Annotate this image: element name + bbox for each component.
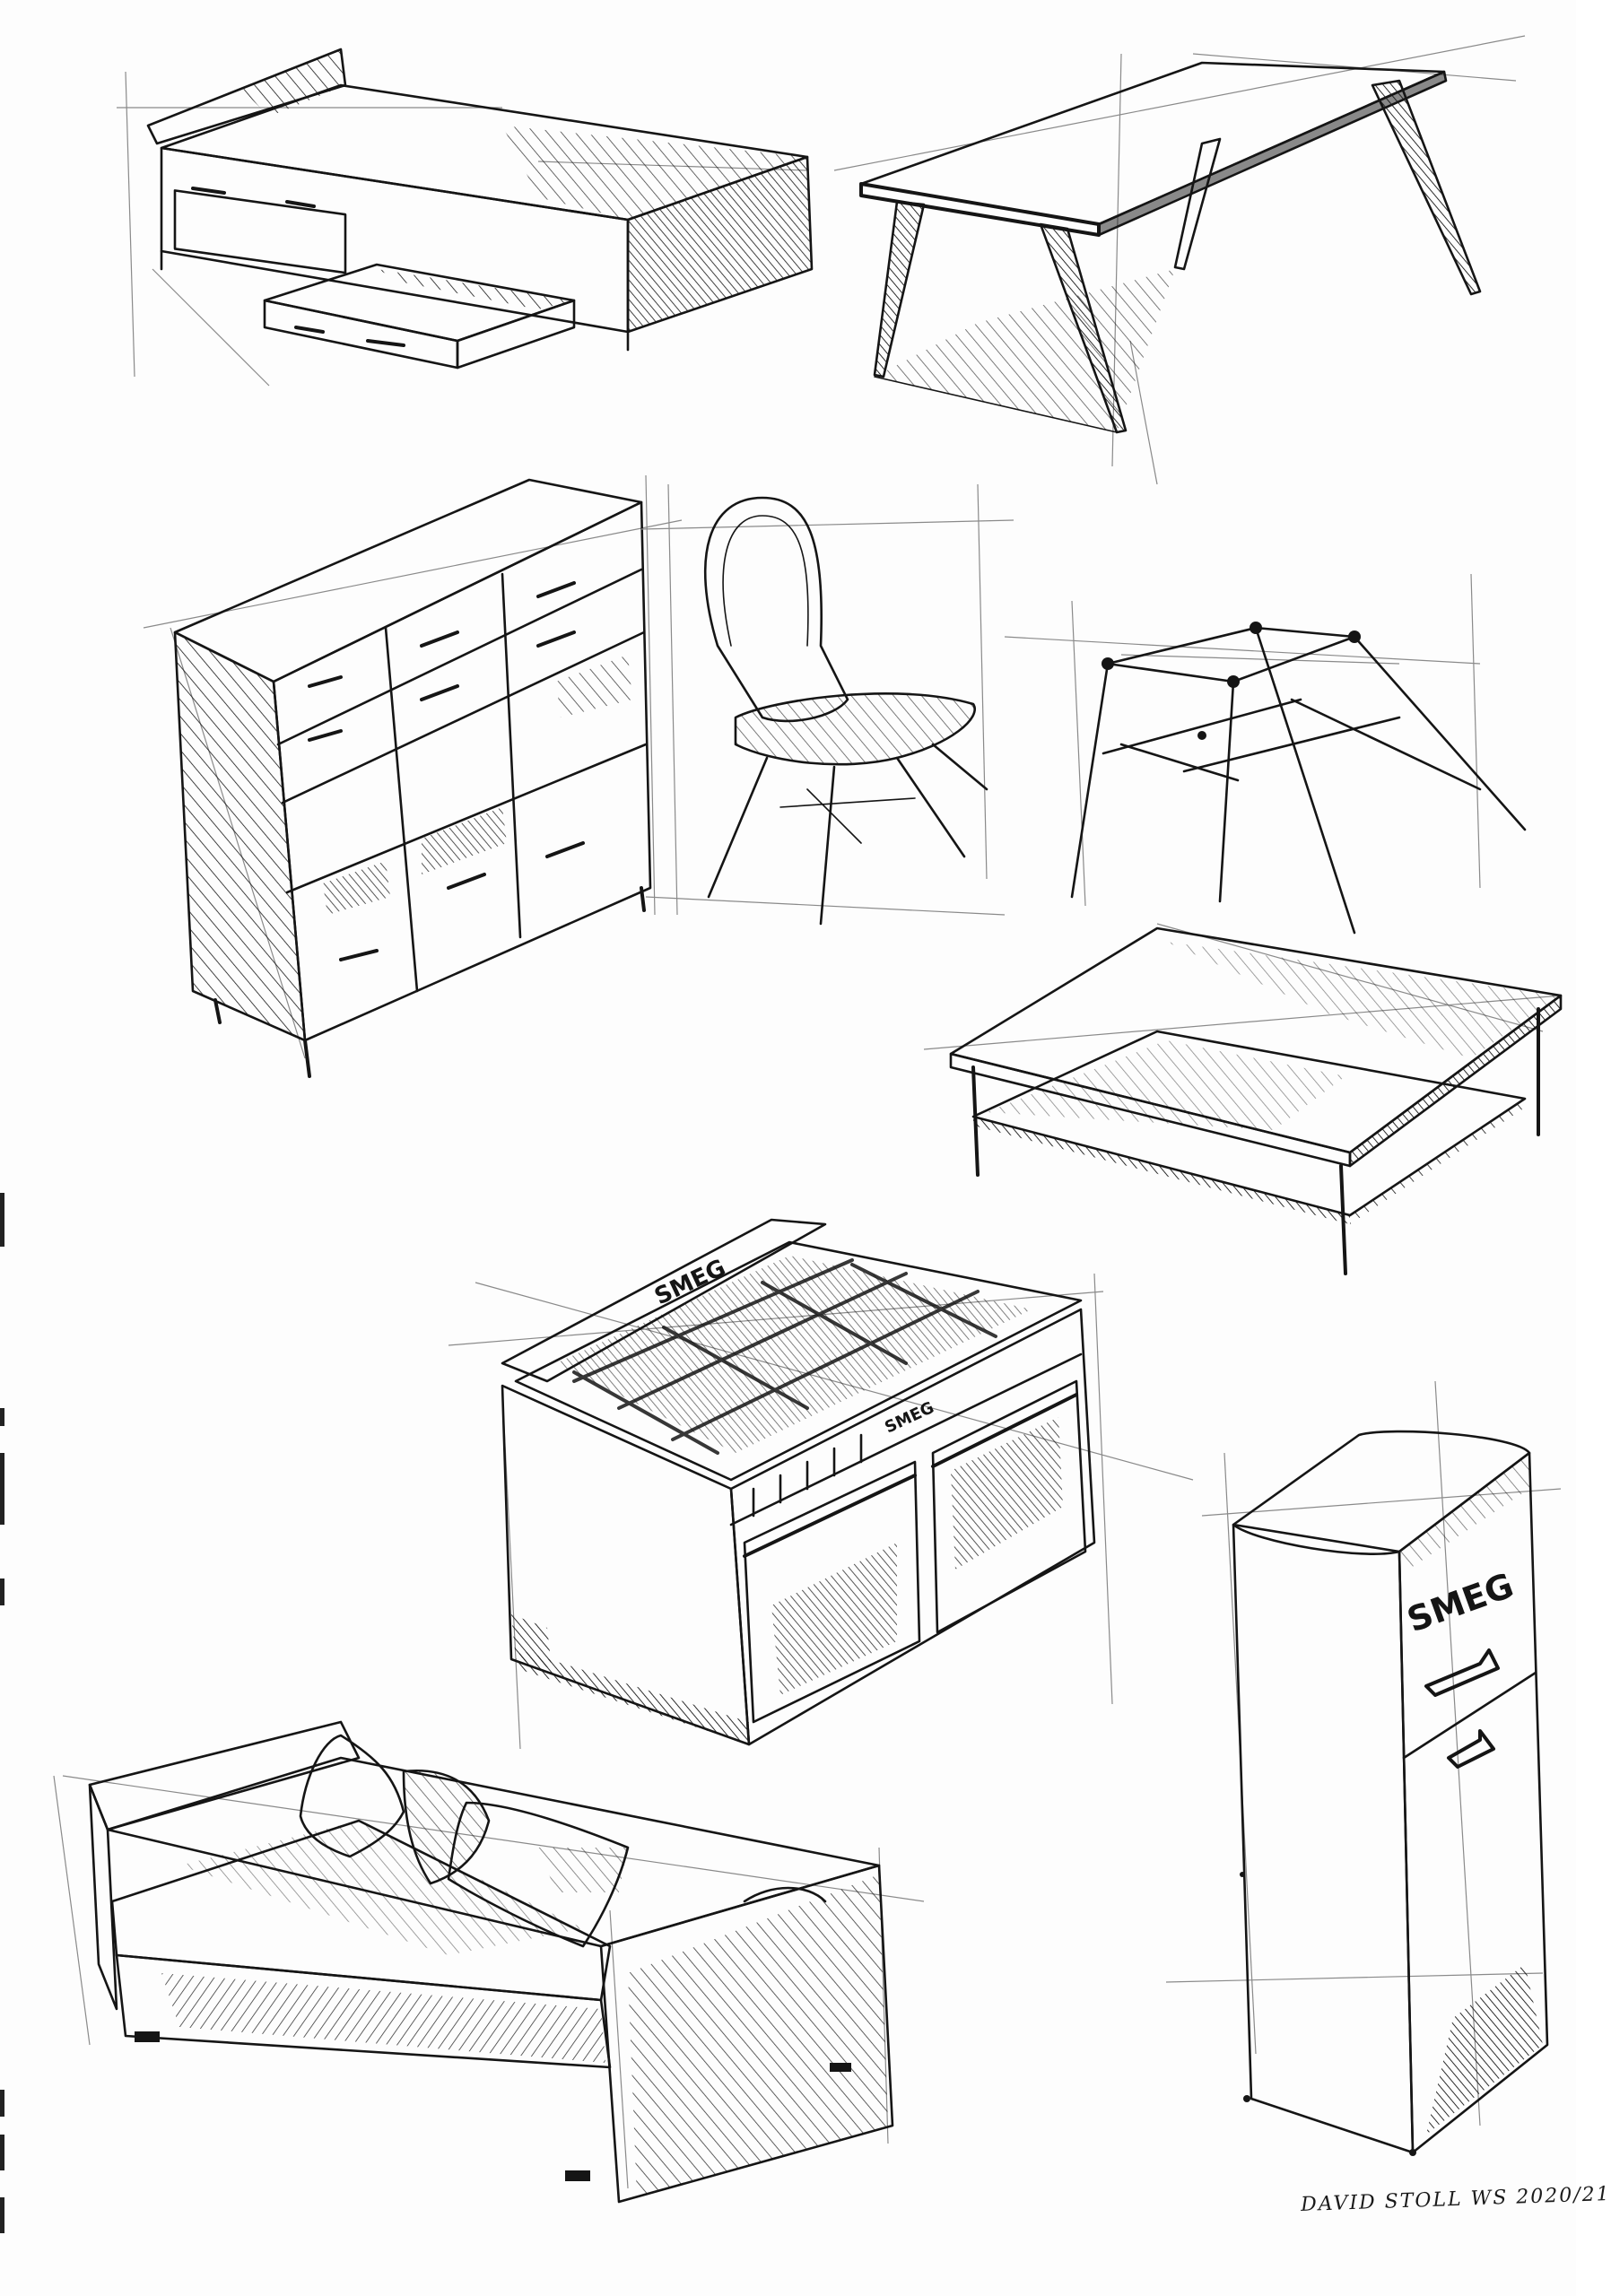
- margin-mark: [0, 2135, 4, 2170]
- margin-mark: [0, 2090, 4, 2117]
- dining-table-sketch: [833, 35, 1526, 485]
- wire-base-sketch: [1004, 573, 1527, 935]
- shell-chair-sketch: [640, 483, 1014, 926]
- margin-mark: [0, 1453, 4, 1525]
- coffee-table-sketch: [923, 923, 1563, 1275]
- sketch-sheet: SMEG: [0, 35, 1611, 2233]
- fridge-brand-text: SMEG: [1402, 1565, 1519, 1639]
- sideboard-sketch: [143, 474, 683, 1078]
- margin-mark: [0, 1408, 4, 1426]
- bed-sketch: [117, 48, 814, 387]
- fridge-sketch: SMEG: [1165, 1380, 1562, 2156]
- range-front-brand-text: SMEG: [882, 1398, 936, 1438]
- range-cooker-sketch: SMEG: [448, 1218, 1194, 1750]
- sofa-sketch: [53, 1720, 925, 2204]
- margin-mark: [0, 2197, 4, 2233]
- margin-mark: [0, 1578, 4, 1605]
- sketch-canvas: SMEG: [53, 35, 1563, 2204]
- margin-mark: [0, 1193, 4, 1247]
